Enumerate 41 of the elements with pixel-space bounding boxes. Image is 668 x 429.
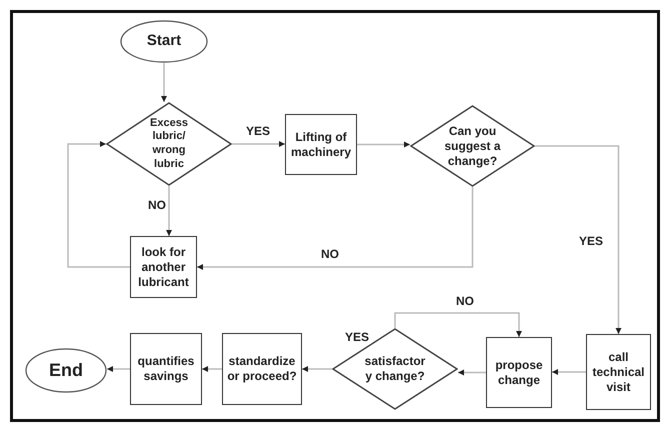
process-box bbox=[486, 337, 552, 408]
node-label: satisfactor y change? bbox=[364, 354, 426, 384]
node-label: call technical visit bbox=[591, 350, 646, 394]
connector-arrow bbox=[166, 186, 172, 236]
decision-diamond bbox=[332, 328, 458, 410]
connector-arrow bbox=[394, 312, 522, 337]
edge-label: YES bbox=[343, 330, 371, 344]
node-label: standardize or proceed? bbox=[226, 354, 298, 384]
connector-arrow bbox=[197, 187, 474, 270]
connector-arrow bbox=[535, 145, 622, 334]
connector-arrow bbox=[232, 141, 285, 147]
node-label: End bbox=[48, 359, 84, 382]
process-box bbox=[285, 114, 357, 175]
edge-label: NO bbox=[319, 247, 341, 261]
decision-diamond bbox=[106, 102, 232, 186]
edge-label: NO bbox=[454, 294, 476, 308]
connector-arrow bbox=[107, 366, 130, 372]
connector-arrow bbox=[552, 369, 586, 375]
connector-arrow bbox=[161, 63, 167, 102]
edge-label: YES bbox=[577, 234, 605, 248]
connector-arrow bbox=[67, 141, 130, 268]
connector-arrow bbox=[357, 142, 410, 148]
terminal-ellipse bbox=[120, 20, 208, 63]
process-box bbox=[130, 236, 197, 298]
node-label: Can you suggest a change? bbox=[444, 124, 500, 168]
edge-label: NO bbox=[146, 198, 168, 212]
connector-arrow bbox=[202, 366, 222, 372]
connector-arrow bbox=[458, 370, 486, 376]
node-label: Start bbox=[146, 32, 182, 51]
node-label: Lifting of machinery bbox=[290, 130, 352, 160]
node-label: quantifies savings bbox=[136, 354, 196, 384]
process-box bbox=[586, 334, 651, 410]
process-box bbox=[130, 333, 202, 405]
terminal-ellipse bbox=[25, 348, 107, 393]
process-box bbox=[222, 333, 302, 405]
connector-arrow bbox=[302, 366, 332, 372]
node-label: look for another lubricant bbox=[137, 244, 190, 290]
node-label: propose change bbox=[494, 358, 544, 388]
decision-diamond bbox=[410, 105, 535, 187]
node-label: Excess lubric/ wrong lubric bbox=[149, 116, 189, 172]
edge-label: YES bbox=[244, 124, 272, 138]
